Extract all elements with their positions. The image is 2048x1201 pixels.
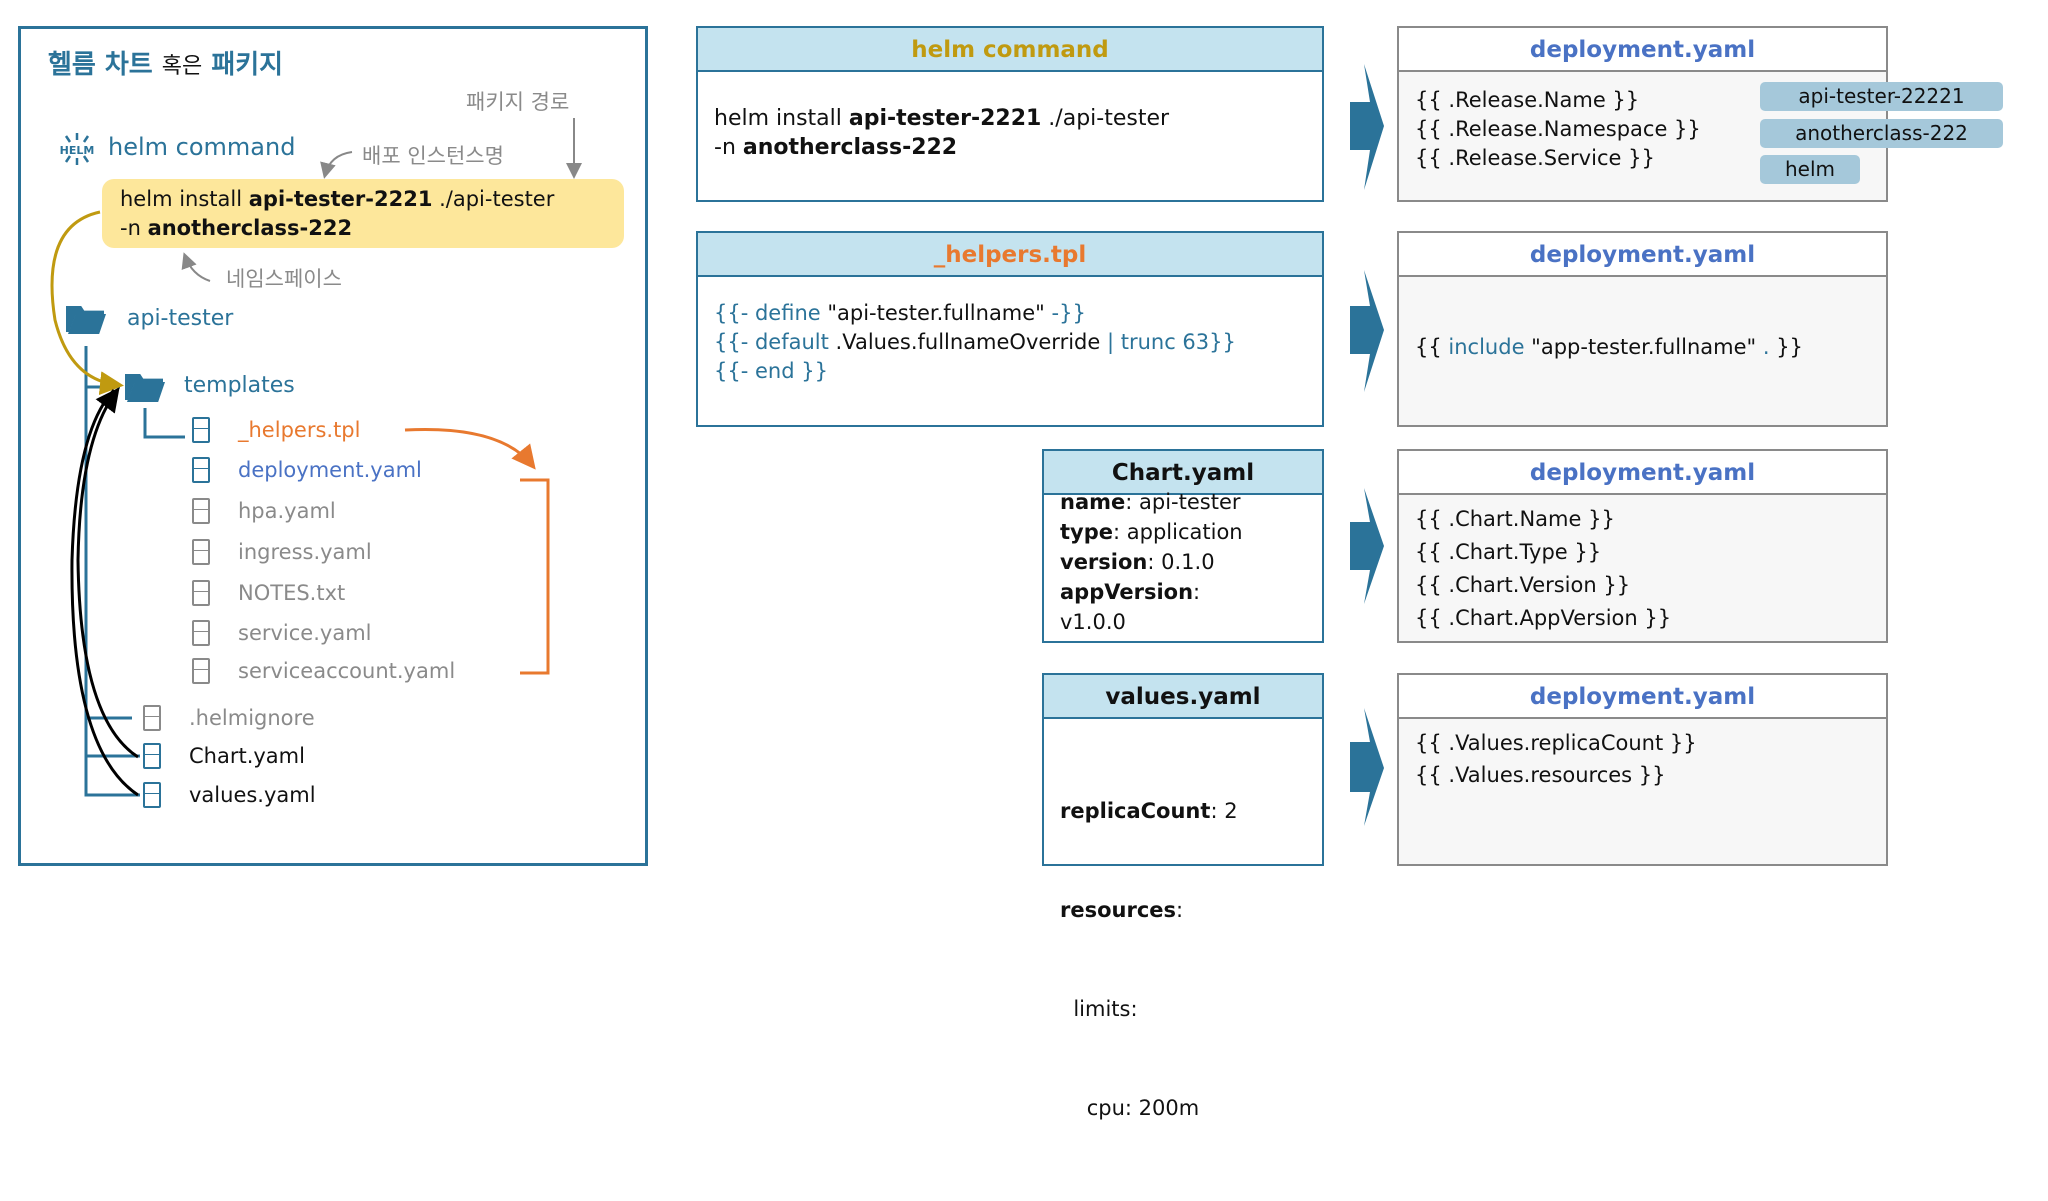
folder-open-icon	[127, 382, 165, 402]
value-badge-service: helm	[1760, 155, 1860, 184]
annotation-package-path: 패키지 경로	[466, 90, 570, 114]
helpers-panel: _helpers.tpl {{- define "api-tester.full…	[696, 231, 1324, 427]
templates-bracket	[520, 478, 550, 675]
panel-header: helm command	[698, 28, 1322, 72]
svg-text:HELM: HELM	[60, 144, 95, 157]
command-to-templates-arrow	[50, 210, 124, 396]
code-line: {{ .Release.Name }}	[1415, 88, 1640, 112]
file-icon	[143, 705, 161, 731]
panel-header: deployment.yaml	[1399, 451, 1886, 495]
deployment-chart-panel: deployment.yaml {{ .Chart.Name }}{{ .Cha…	[1397, 449, 1888, 643]
tree-file-hpa[interactable]: hpa.yaml	[238, 499, 336, 523]
value-badge-namespace: anotherclass-222	[1760, 119, 2003, 148]
namespace-arrow	[181, 252, 211, 282]
folder-open-icon	[68, 314, 106, 334]
annotation-release-name: 배포 인스턴스명	[362, 144, 504, 168]
tree-file-deployment[interactable]: deployment.yaml	[238, 458, 422, 482]
connector-overlay	[50, 64, 1384, 826]
tree-file-helpers[interactable]: _helpers.tpl	[238, 418, 361, 442]
helm-logo-icon: HELM	[56, 132, 98, 166]
chart-to-templates-arrow	[76, 387, 139, 759]
flow-arrow-icon	[1350, 488, 1384, 604]
release-arrow	[320, 151, 353, 179]
panel-header: deployment.yaml	[1399, 28, 1886, 72]
flow-arrow-icon	[1350, 708, 1384, 826]
file-icon	[192, 417, 210, 443]
tree-templates-folder[interactable]: templates	[184, 373, 295, 398]
tree-file-ingress[interactable]: ingress.yaml	[238, 540, 372, 564]
tree-root-folder[interactable]: api-tester	[127, 306, 234, 331]
file-icon	[192, 457, 210, 483]
annotation-namespace: 네임스페이스	[226, 267, 342, 291]
helpers-to-deployment-arrow	[404, 427, 536, 470]
tree-file-serviceaccount[interactable]: serviceaccount.yaml	[238, 659, 456, 683]
tree-file-service[interactable]: service.yaml	[238, 621, 372, 645]
code-line: {{ .Release.Namespace }}	[1415, 117, 1701, 141]
tree-file-chart[interactable]: Chart.yaml	[189, 744, 305, 768]
value-badge-release-name: api-tester-22221	[1760, 82, 2003, 111]
file-icon	[192, 658, 210, 684]
code-line: {{ .Release.Service }}	[1415, 146, 1655, 170]
chart-yaml-panel: Chart.yaml name: api-tester type: applic…	[1042, 449, 1324, 643]
helm-command-label: helm command	[108, 133, 296, 161]
deployment-include-panel: deployment.yaml {{ include "app-tester.f…	[1397, 231, 1888, 427]
panel-header: Chart.yaml	[1044, 451, 1322, 495]
helm-install-command: helm install api-tester-2221 ./api-teste…	[102, 179, 624, 248]
tree-file-notes[interactable]: NOTES.txt	[238, 581, 346, 605]
panel-header: _helpers.tpl	[698, 233, 1322, 277]
helm-chart-panel	[18, 26, 648, 866]
panel-header: deployment.yaml	[1399, 233, 1886, 277]
helm-command-panel: helm command helm install api-tester-222…	[696, 26, 1324, 202]
tree-file-helmignore[interactable]: .helmignore	[189, 706, 315, 730]
file-icon	[192, 539, 210, 565]
tree-lines	[84, 346, 185, 797]
file-icon	[143, 743, 161, 769]
panel-header: values.yaml	[1044, 675, 1322, 719]
panel-header: deployment.yaml	[1399, 675, 1886, 719]
values-yaml-panel: values.yaml replicaCount: 2 resources: l…	[1042, 673, 1324, 1120]
deployment-values-panel: deployment.yaml {{ .Values.replicaCount …	[1397, 673, 1888, 866]
flow-arrow-icon	[1350, 270, 1384, 392]
flow-arrow-icon	[1350, 64, 1384, 190]
file-icon	[143, 782, 161, 808]
file-icon	[192, 580, 210, 606]
file-icon	[192, 620, 210, 646]
tree-file-values[interactable]: values.yaml	[189, 783, 316, 807]
file-icon	[192, 498, 210, 524]
panel-title: 헬름 차트 혹은 패키지	[48, 50, 284, 80]
flow-arrows	[1350, 64, 1384, 826]
values-to-templates-arrow	[70, 388, 139, 797]
